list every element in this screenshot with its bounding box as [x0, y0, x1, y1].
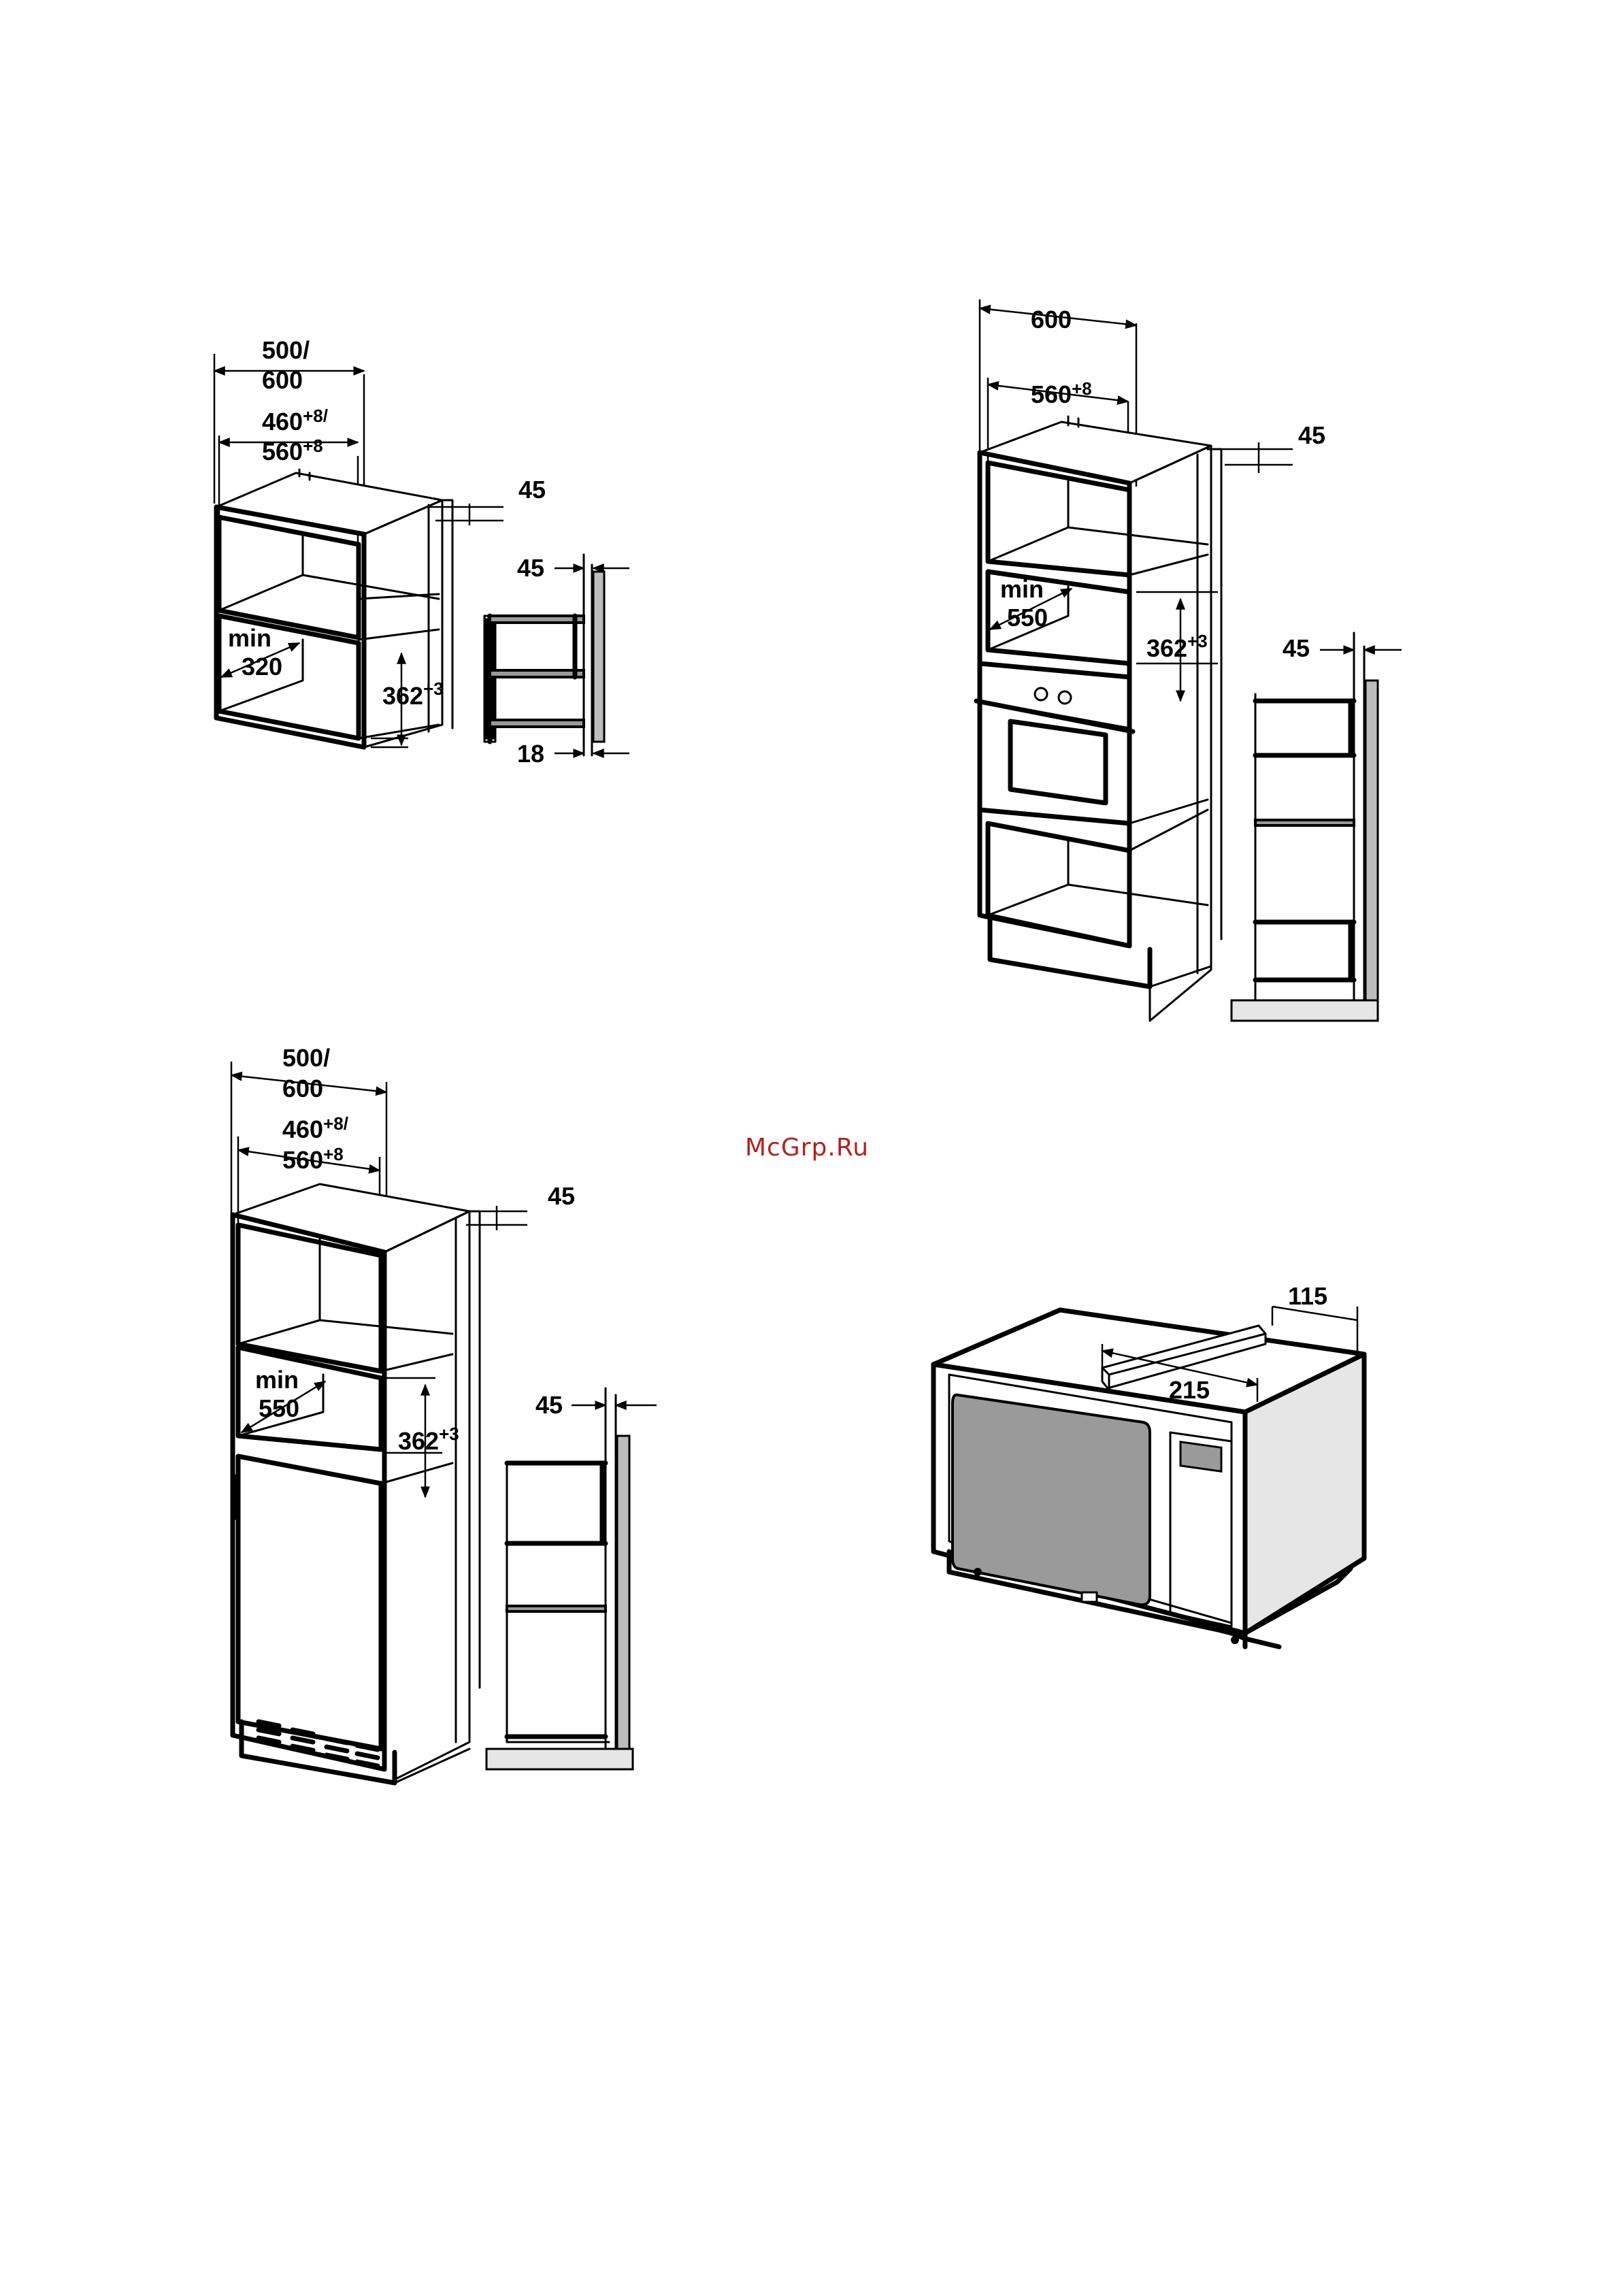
fig3-side-top-label: 45 [535, 1391, 563, 1419]
figure-wall-cabinet: 500/ 600 460+8/ 560+8 45 [214, 336, 629, 768]
fig3-inner-width-label-2: 560+8 [282, 1144, 344, 1174]
fig1-side-bottom-label: 18 [517, 740, 544, 768]
fig2-cabinet [976, 416, 1221, 1021]
fig3-outer-width-label-1: 500/ [282, 1044, 330, 1072]
fig2-min-label: min [1000, 575, 1044, 603]
fig1-outer-width-label-1: 500/ [262, 336, 310, 364]
fig1-depth-label: 45 [518, 476, 546, 504]
fig4-display [1180, 1442, 1221, 1471]
fig3-cabinet [233, 1184, 480, 1783]
fig2-side-section: 45 [1231, 633, 1402, 1021]
fig3-height-label: 362+3 [398, 1424, 459, 1455]
fig3-depth-label: 45 [548, 1182, 575, 1210]
figure-tall-cabinet-oven: 600 560+8 45 [976, 299, 1402, 1021]
fig2-height-dimension: 362+3 [1136, 592, 1218, 701]
fig4-dim-top-label: 115 [1288, 1282, 1327, 1310]
fig4-dim-bracket-label: 215 [1169, 1376, 1210, 1404]
fig3-inner-width-label-1: 460+8/ [282, 1113, 348, 1143]
fig1-side-section: 45 18 [484, 554, 629, 768]
fig1-height-dimension: 362+3 [371, 653, 444, 747]
fig2-depth-dimension: 45 [1211, 421, 1325, 473]
fig3-side-floor [486, 1749, 633, 1769]
fig3-min-label: min [255, 1366, 299, 1394]
watermark-text: McGrp.Ru [745, 1134, 869, 1162]
fig1-side-wall [593, 572, 604, 742]
fig1-min-value: 320 [242, 653, 282, 680]
fig1-min-label: min [228, 624, 271, 652]
fig2-side-top-label: 45 [1283, 634, 1310, 662]
fig1-outer-width-label-2: 600 [262, 366, 303, 394]
fig3-side-section: 45 [486, 1388, 657, 1769]
fig1-side-top-label: 45 [517, 554, 544, 582]
fig2-depth-label: 45 [1298, 421, 1325, 449]
fig1-inner-width-label-1: 460+8/ [262, 406, 328, 436]
fig1-inner-width-label-2: 560+8 [262, 436, 323, 465]
fig1-height-label: 362+3 [382, 678, 444, 710]
fig3-side-wall [617, 1436, 629, 1749]
fig4-microwave-window [953, 1395, 1150, 1605]
fig2-outer-width-label: 600 [1031, 306, 1072, 333]
figure-microwave-bracket: 115 215 [933, 1282, 1364, 1647]
fig3-outer-width-label-2: 600 [282, 1075, 323, 1102]
fig2-inner-width-label: 560+8 [1031, 378, 1092, 408]
fig2-side-floor [1231, 1000, 1378, 1021]
fig2-side-wall [1366, 680, 1378, 1000]
figure-tall-cabinet-door: 500/ 600 460+8/ 560+8 45 [231, 1044, 657, 1783]
fig1-min-dimension: min 320 [221, 624, 299, 680]
fig3-depth-dimension: 45 [452, 1182, 575, 1230]
